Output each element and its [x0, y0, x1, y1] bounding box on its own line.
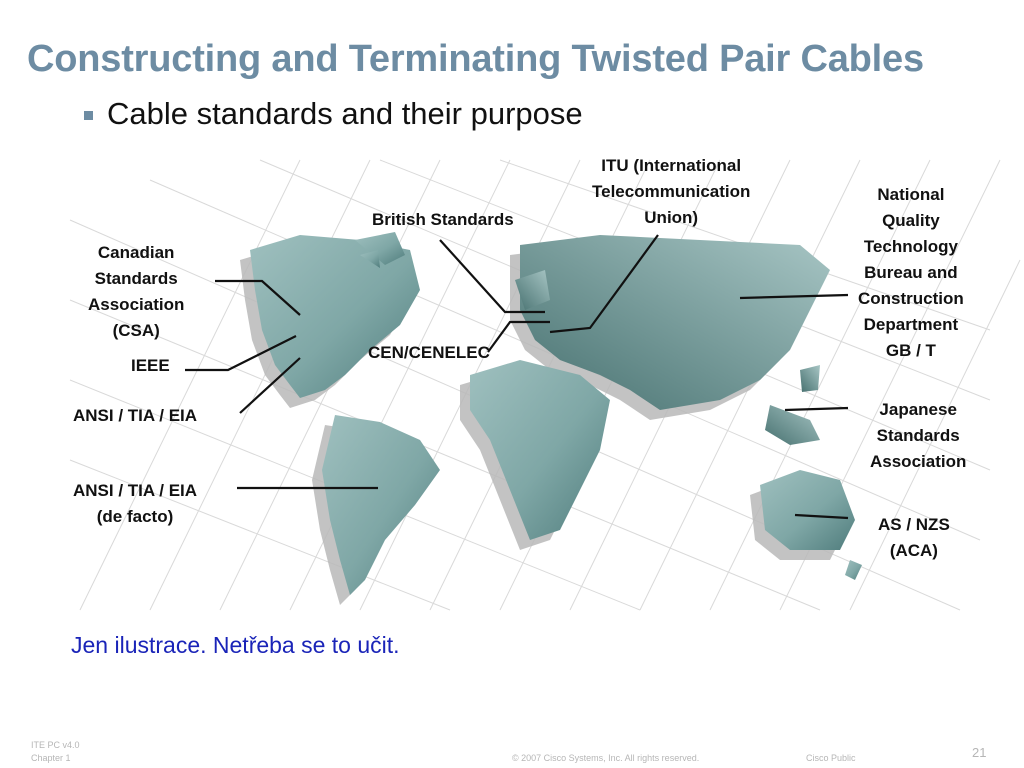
page-number: 21: [972, 745, 987, 760]
world-map-illustration: Canadian Standards Association (CSA) IEE…: [0, 140, 1024, 620]
slide-title: Constructing and Terminating Twisted Pai…: [27, 38, 924, 80]
label-as-nzs: AS / NZS (ACA): [878, 515, 950, 560]
eurasia-shape: [515, 235, 830, 410]
pointer-lines: [185, 234, 849, 520]
label-ieee: IEEE: [131, 356, 170, 375]
southeast-asia-islands-shape: [765, 365, 820, 445]
label-ansi: ANSI / TIA / EIA: [73, 406, 198, 425]
footer-classification: Cisco Public: [806, 753, 856, 763]
africa-shape: [470, 360, 610, 540]
north-america-shape: [250, 232, 420, 398]
label-british-standards: British Standards: [372, 210, 514, 229]
label-national-quality: National Quality Technology Bureau and C…: [858, 185, 964, 360]
footer-course: ITE PC v4.0: [31, 740, 80, 750]
label-itu: ITU (International Telecommunication Uni…: [592, 156, 751, 227]
south-america-shape: [322, 415, 440, 595]
footer-chapter: Chapter 1: [31, 753, 71, 763]
label-csa: Canadian Standards Association (CSA): [88, 243, 185, 340]
bullet-square-icon: [84, 110, 93, 120]
slide-note: Jen ilustrace. Netřeba se to učit.: [71, 632, 400, 658]
world-map-svg: [69, 159, 1021, 611]
label-japanese-standards: Japanese Standards Association: [870, 400, 967, 471]
label-ansi-de-facto: ANSI / TIA / EIA (de facto): [73, 481, 198, 526]
australia-shape: [760, 470, 862, 580]
bullet-text: Cable standards and their purpose: [107, 96, 583, 131]
bullet-item: Cable standards and their purpose: [84, 96, 583, 132]
label-cen-cenelec: CEN/CENELEC: [368, 343, 490, 362]
footer-copyright: © 2007 Cisco Systems, Inc. All rights re…: [512, 753, 700, 763]
